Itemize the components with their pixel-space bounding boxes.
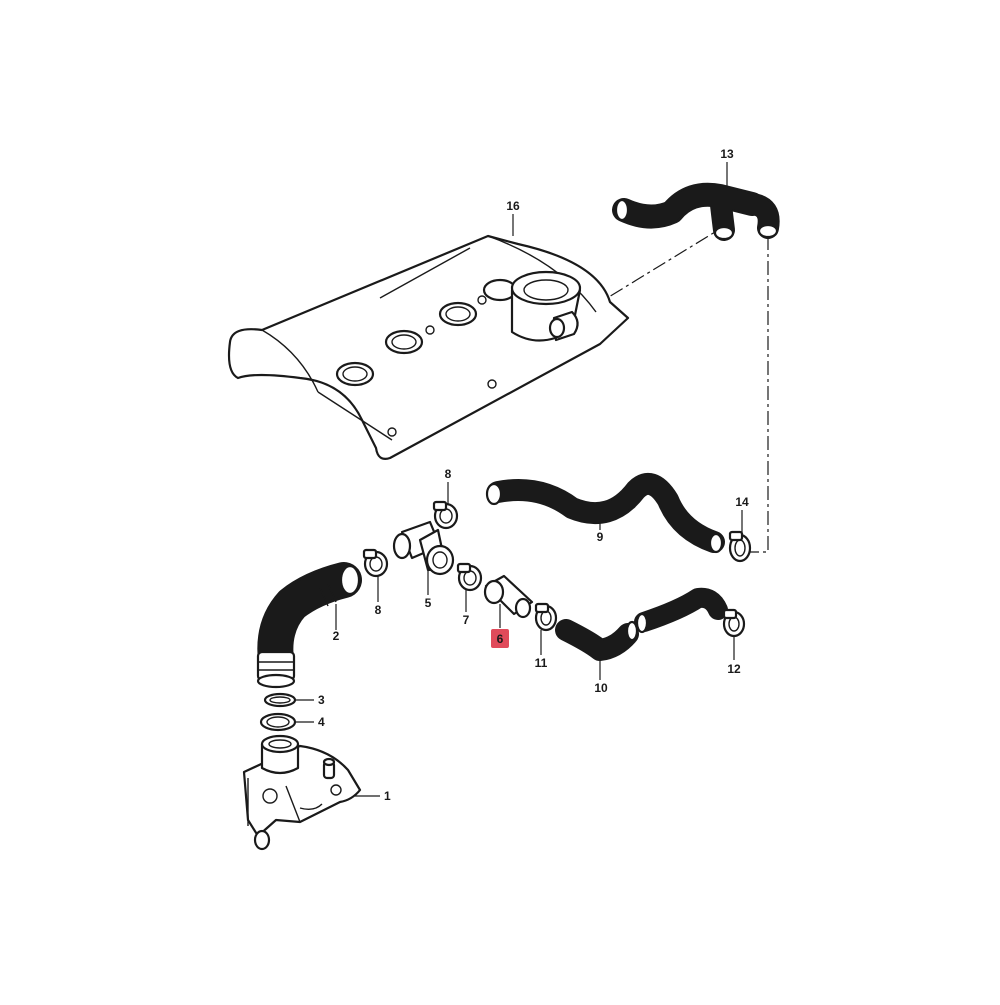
- clamp-part-12: [722, 608, 746, 638]
- callout-8-upper: 8: [445, 467, 452, 481]
- t-connector-part-5: [392, 520, 455, 576]
- clamp-part-11: [534, 602, 558, 632]
- valve-cover-part-16: [227, 234, 630, 460]
- callout-2: 2: [333, 629, 340, 643]
- elbow-hose-part-2: [256, 562, 362, 689]
- hose-part-10: [555, 587, 728, 661]
- callout-1: 1: [384, 789, 391, 803]
- callout-labels: 1 2 3 4 5 6 7 8 8 9 10 11 12 13 14 16: [318, 147, 749, 803]
- highlight-marker-6: [491, 629, 509, 648]
- clamp-part-8-lower: [362, 548, 389, 578]
- hose-part-9: [485, 473, 725, 554]
- callout-16: 16: [506, 199, 520, 213]
- o-ring-part-3: [263, 692, 297, 708]
- callout-10: 10: [594, 681, 608, 695]
- valve-part-6: [483, 574, 534, 619]
- callout-9: 9: [597, 530, 604, 544]
- callout-12: 12: [727, 662, 741, 676]
- callout-11: 11: [535, 656, 548, 670]
- callout-13: 13: [720, 147, 734, 161]
- callout-4: 4: [318, 715, 325, 729]
- callout-3: 3: [318, 693, 325, 707]
- callout-7: 7: [463, 613, 470, 627]
- housing-part-1: [242, 734, 362, 851]
- callout-8-lower: 8: [375, 603, 382, 617]
- breather-hose-part-13: [612, 182, 780, 241]
- leader-lines: [295, 162, 743, 797]
- callout-6: 6: [497, 632, 504, 646]
- clamp-part-7: [456, 562, 483, 592]
- callout-14: 14: [735, 495, 749, 509]
- callout-5: 5: [425, 596, 432, 610]
- seal-ring-part-4: [259, 712, 297, 732]
- clamp-part-8-upper: [432, 500, 459, 530]
- clamp-part-14: [728, 530, 752, 563]
